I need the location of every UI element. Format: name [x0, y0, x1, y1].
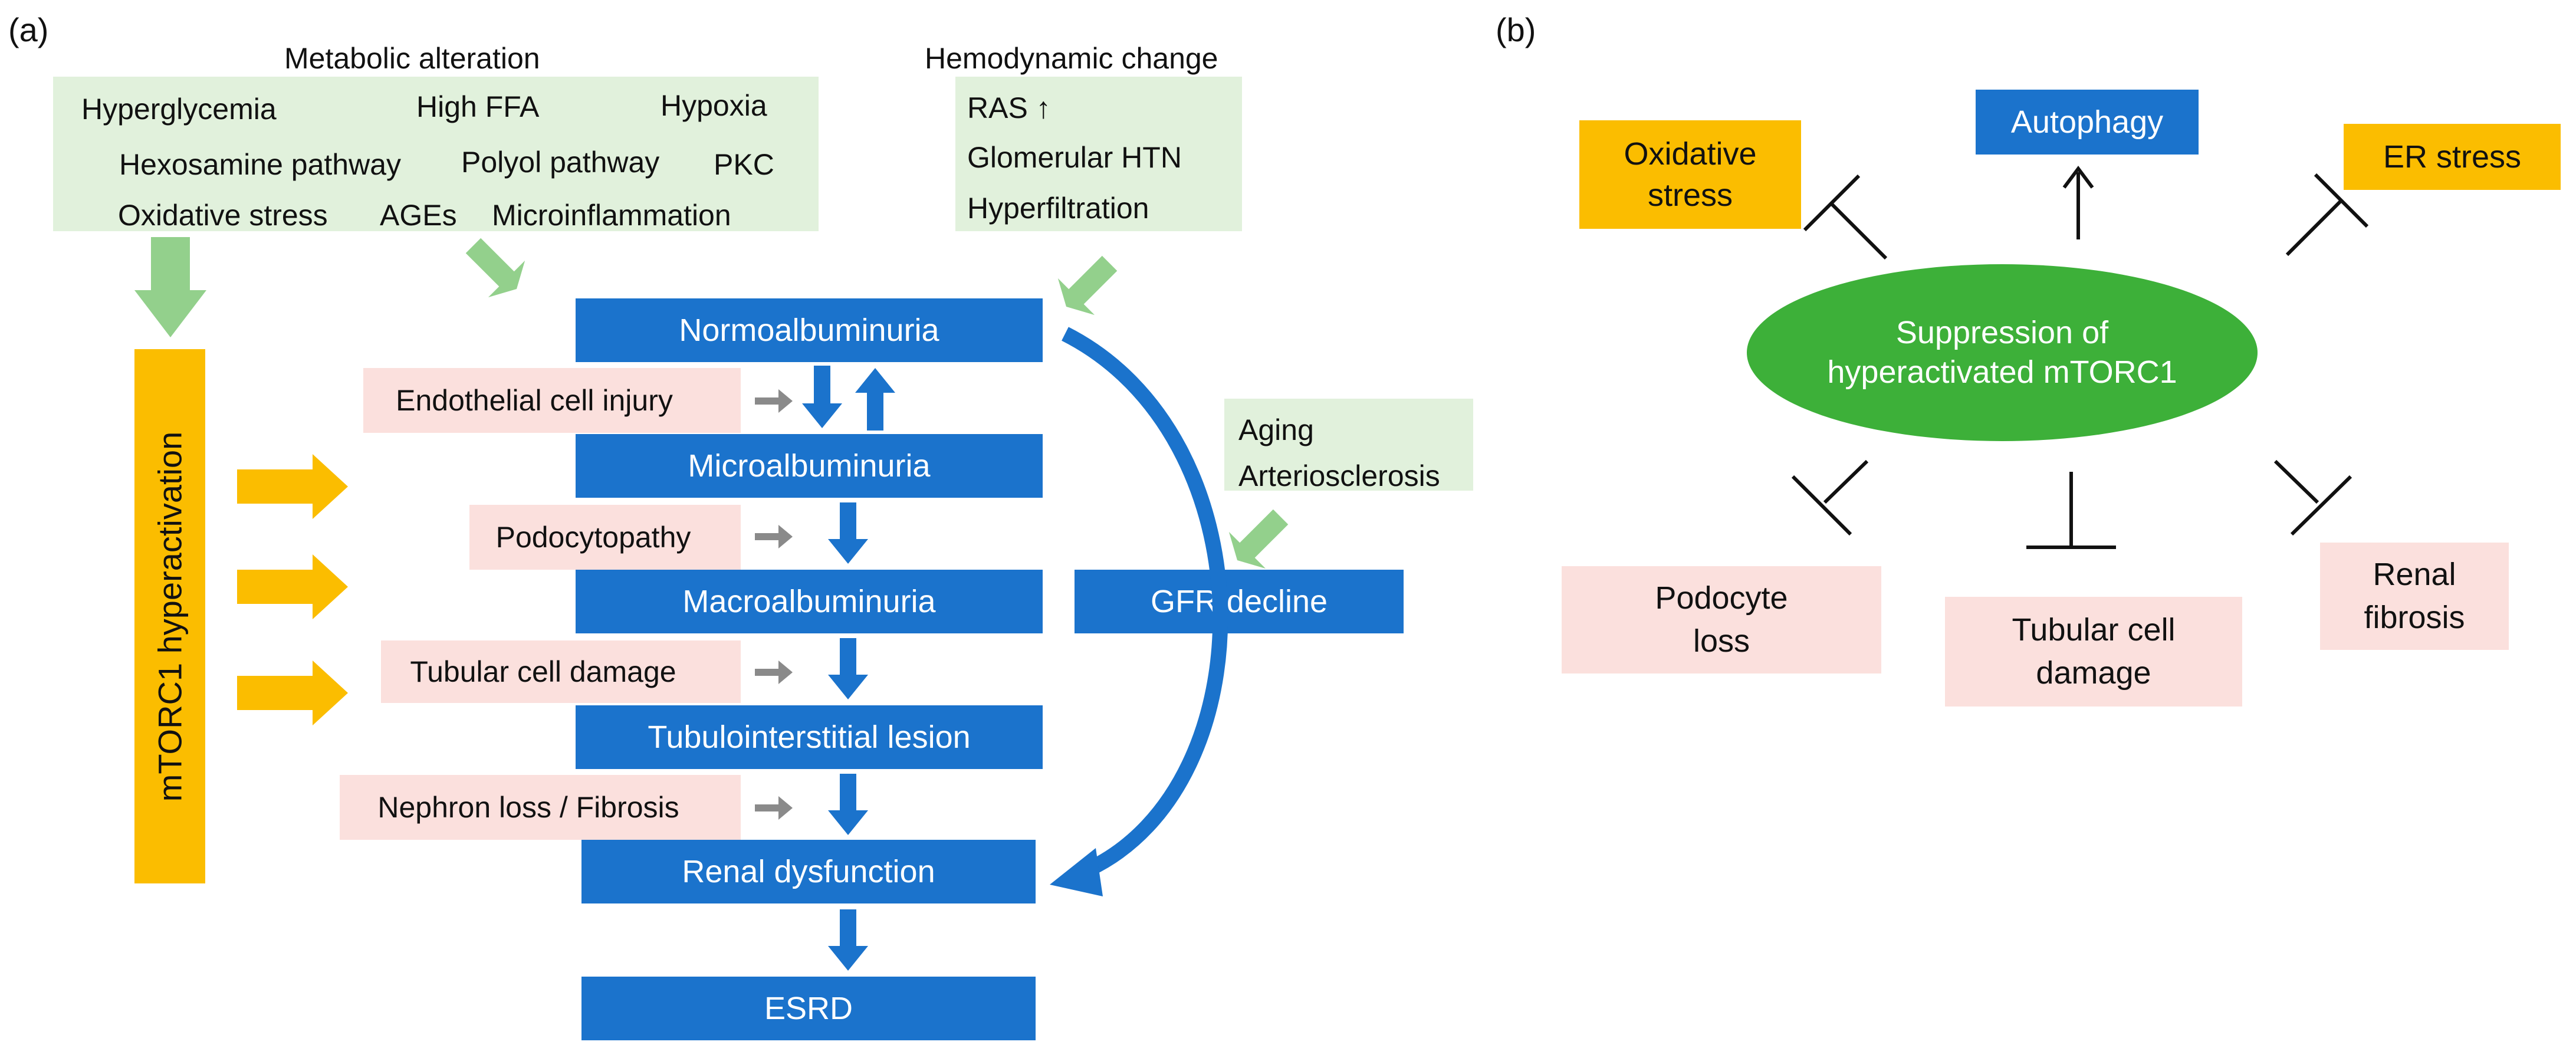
- injury-label: Tubular cell damage: [410, 655, 676, 688]
- stage-renal-dysfunction: Renal dysfunction: [581, 840, 1036, 903]
- inhibition-er-stress: [2285, 173, 2369, 257]
- gray-arrow: [755, 661, 793, 684]
- tubular-damage-line2: damage: [2036, 655, 2151, 691]
- metabolic-item: Polyol pathway: [461, 146, 660, 179]
- arteriosclerosis-label: Arteriosclerosis: [1238, 459, 1440, 492]
- oxidative-stress-line2: stress: [1647, 178, 1733, 213]
- injury-label: Nephron loss / Fibrosis: [377, 791, 679, 824]
- gray-arrow: [755, 389, 793, 413]
- inhibition-podocyte-loss: [1791, 459, 1869, 536]
- ellipse-line2: hyperactivated mTORC1: [1827, 354, 2177, 390]
- blue-arrow-down: [828, 909, 868, 971]
- gfr-decline-box: GFR decline: [1075, 570, 1404, 633]
- ellipse-line1: Suppression of: [1895, 314, 2109, 350]
- blue-arrow-down-normo-to-micro: [802, 366, 842, 428]
- green-arrow-aging-to-gfr: [1228, 509, 1289, 569]
- blue-arrow-down: [828, 638, 868, 699]
- hemodynamic-change-title: Hemodynamic change: [925, 42, 1218, 75]
- er-stress-label: ER stress: [2383, 139, 2522, 175]
- metabolic-item: AGEs: [380, 199, 457, 232]
- injury-nephron-loss: Nephron loss / Fibrosis: [340, 775, 741, 840]
- tubular-damage-line1: Tubular cell: [2012, 612, 2176, 648]
- gray-arrow: [755, 525, 793, 548]
- stage-label: Microalbuminuria: [688, 448, 931, 484]
- mtorc1-suppression-ellipse: Suppression of hyperactivated mTORC1: [1747, 264, 2258, 441]
- tubular-cell-damage-box: Tubular cell damage: [1945, 597, 2242, 707]
- renal-fibrosis-line2: fibrosis: [2364, 600, 2465, 635]
- podocyte-loss-line1: Podocyte: [1655, 580, 1788, 616]
- injury-endothelial-cell: Endothelial cell injury: [363, 368, 741, 433]
- green-arrow-metabolic-to-mtorc1: [134, 237, 206, 337]
- stage-label: Normoalbuminuria: [679, 313, 939, 348]
- blue-curved-arrow-head: [1050, 848, 1103, 896]
- metabolic-item: Hexosamine pathway: [119, 148, 402, 181]
- mtorc1-hyperactivation-bar: mTORC1 hyperactivation: [134, 349, 205, 883]
- panel-b-label: (b): [1496, 11, 1536, 48]
- orange-arrow: [237, 454, 348, 519]
- green-arrow-hemodynamic-to-normo: [1057, 255, 1118, 316]
- blue-arrow-down: [828, 502, 868, 564]
- stage-label: Renal dysfunction: [682, 854, 935, 889]
- stage-normoalbuminuria: Normoalbuminuria: [576, 298, 1043, 362]
- podocyte-loss-box: Podocyte loss: [1562, 566, 1881, 673]
- stage-label: ESRD: [764, 991, 853, 1026]
- podocyte-loss-line2: loss: [1693, 623, 1750, 659]
- orange-arrow: [237, 554, 348, 619]
- stage-macroalbuminuria: Macroalbuminuria: [576, 570, 1043, 633]
- blue-arrow-up-micro-to-normo: [855, 368, 895, 431]
- blue-arrow-down: [828, 774, 868, 835]
- autophagy-box: Autophagy: [1976, 90, 2199, 155]
- aging-box: [1224, 399, 1473, 491]
- stage-label: Tubulointerstitial lesion: [648, 719, 971, 755]
- hemodynamic-item: Glomerular HTN: [967, 141, 1182, 174]
- metabolic-item: High FFA: [416, 90, 540, 123]
- orange-arrow: [237, 661, 348, 725]
- panel-a-label: (a): [8, 11, 49, 48]
- hemodynamic-change-box: [955, 77, 1242, 231]
- metabolic-item: PKC: [714, 148, 774, 181]
- aging-label: Aging: [1238, 413, 1314, 446]
- gray-arrow: [755, 796, 793, 820]
- metabolic-item: Microinflammation: [492, 199, 731, 232]
- metabolic-item: Hyperglycemia: [81, 93, 277, 126]
- injury-label: Endothelial cell injury: [396, 384, 673, 417]
- metabolic-alteration-box: [53, 77, 819, 231]
- inhibition-renal-fibrosis: [2273, 459, 2352, 536]
- renal-fibrosis-box: Renal fibrosis: [2320, 543, 2509, 650]
- oxidative-stress-line1: Oxidative: [1624, 136, 1757, 172]
- blue-curved-arrow: [1062, 327, 1228, 876]
- metabolic-item: Hypoxia: [661, 89, 767, 122]
- injury-tubular-cell-damage: Tubular cell damage: [381, 640, 741, 703]
- oxidative-stress-box: Oxidative stress: [1579, 120, 1801, 229]
- stage-tubulointerstitial-lesion: Tubulointerstitial lesion: [576, 705, 1043, 769]
- stage-label: Macroalbuminuria: [682, 584, 936, 619]
- hemodynamic-item: Hyperfiltration: [967, 192, 1149, 225]
- gfr-decline-label: GFR decline: [1150, 584, 1328, 619]
- renal-fibrosis-line1: Renal: [2373, 557, 2456, 593]
- arrow-to-autophagy-head: [2062, 166, 2094, 189]
- stage-esrd: ESRD: [581, 977, 1036, 1040]
- inhibition-oxidative-stress: [1803, 174, 1888, 260]
- metabolic-alteration-title: Metabolic alteration: [284, 42, 540, 75]
- er-stress-box: ER stress: [2344, 124, 2561, 190]
- injury-label: Podocytopathy: [495, 521, 691, 554]
- inhibition-tubular-damage: [2026, 472, 2116, 549]
- metabolic-item: Oxidative stress: [118, 199, 328, 232]
- injury-podocytopathy: Podocytopathy: [469, 505, 741, 570]
- hemodynamic-item: RAS ↑: [967, 91, 1051, 124]
- autophagy-label: Autophagy: [2010, 104, 2164, 140]
- stage-microalbuminuria: Microalbuminuria: [576, 434, 1043, 498]
- green-arrow-metabolic-to-normo: [465, 238, 525, 298]
